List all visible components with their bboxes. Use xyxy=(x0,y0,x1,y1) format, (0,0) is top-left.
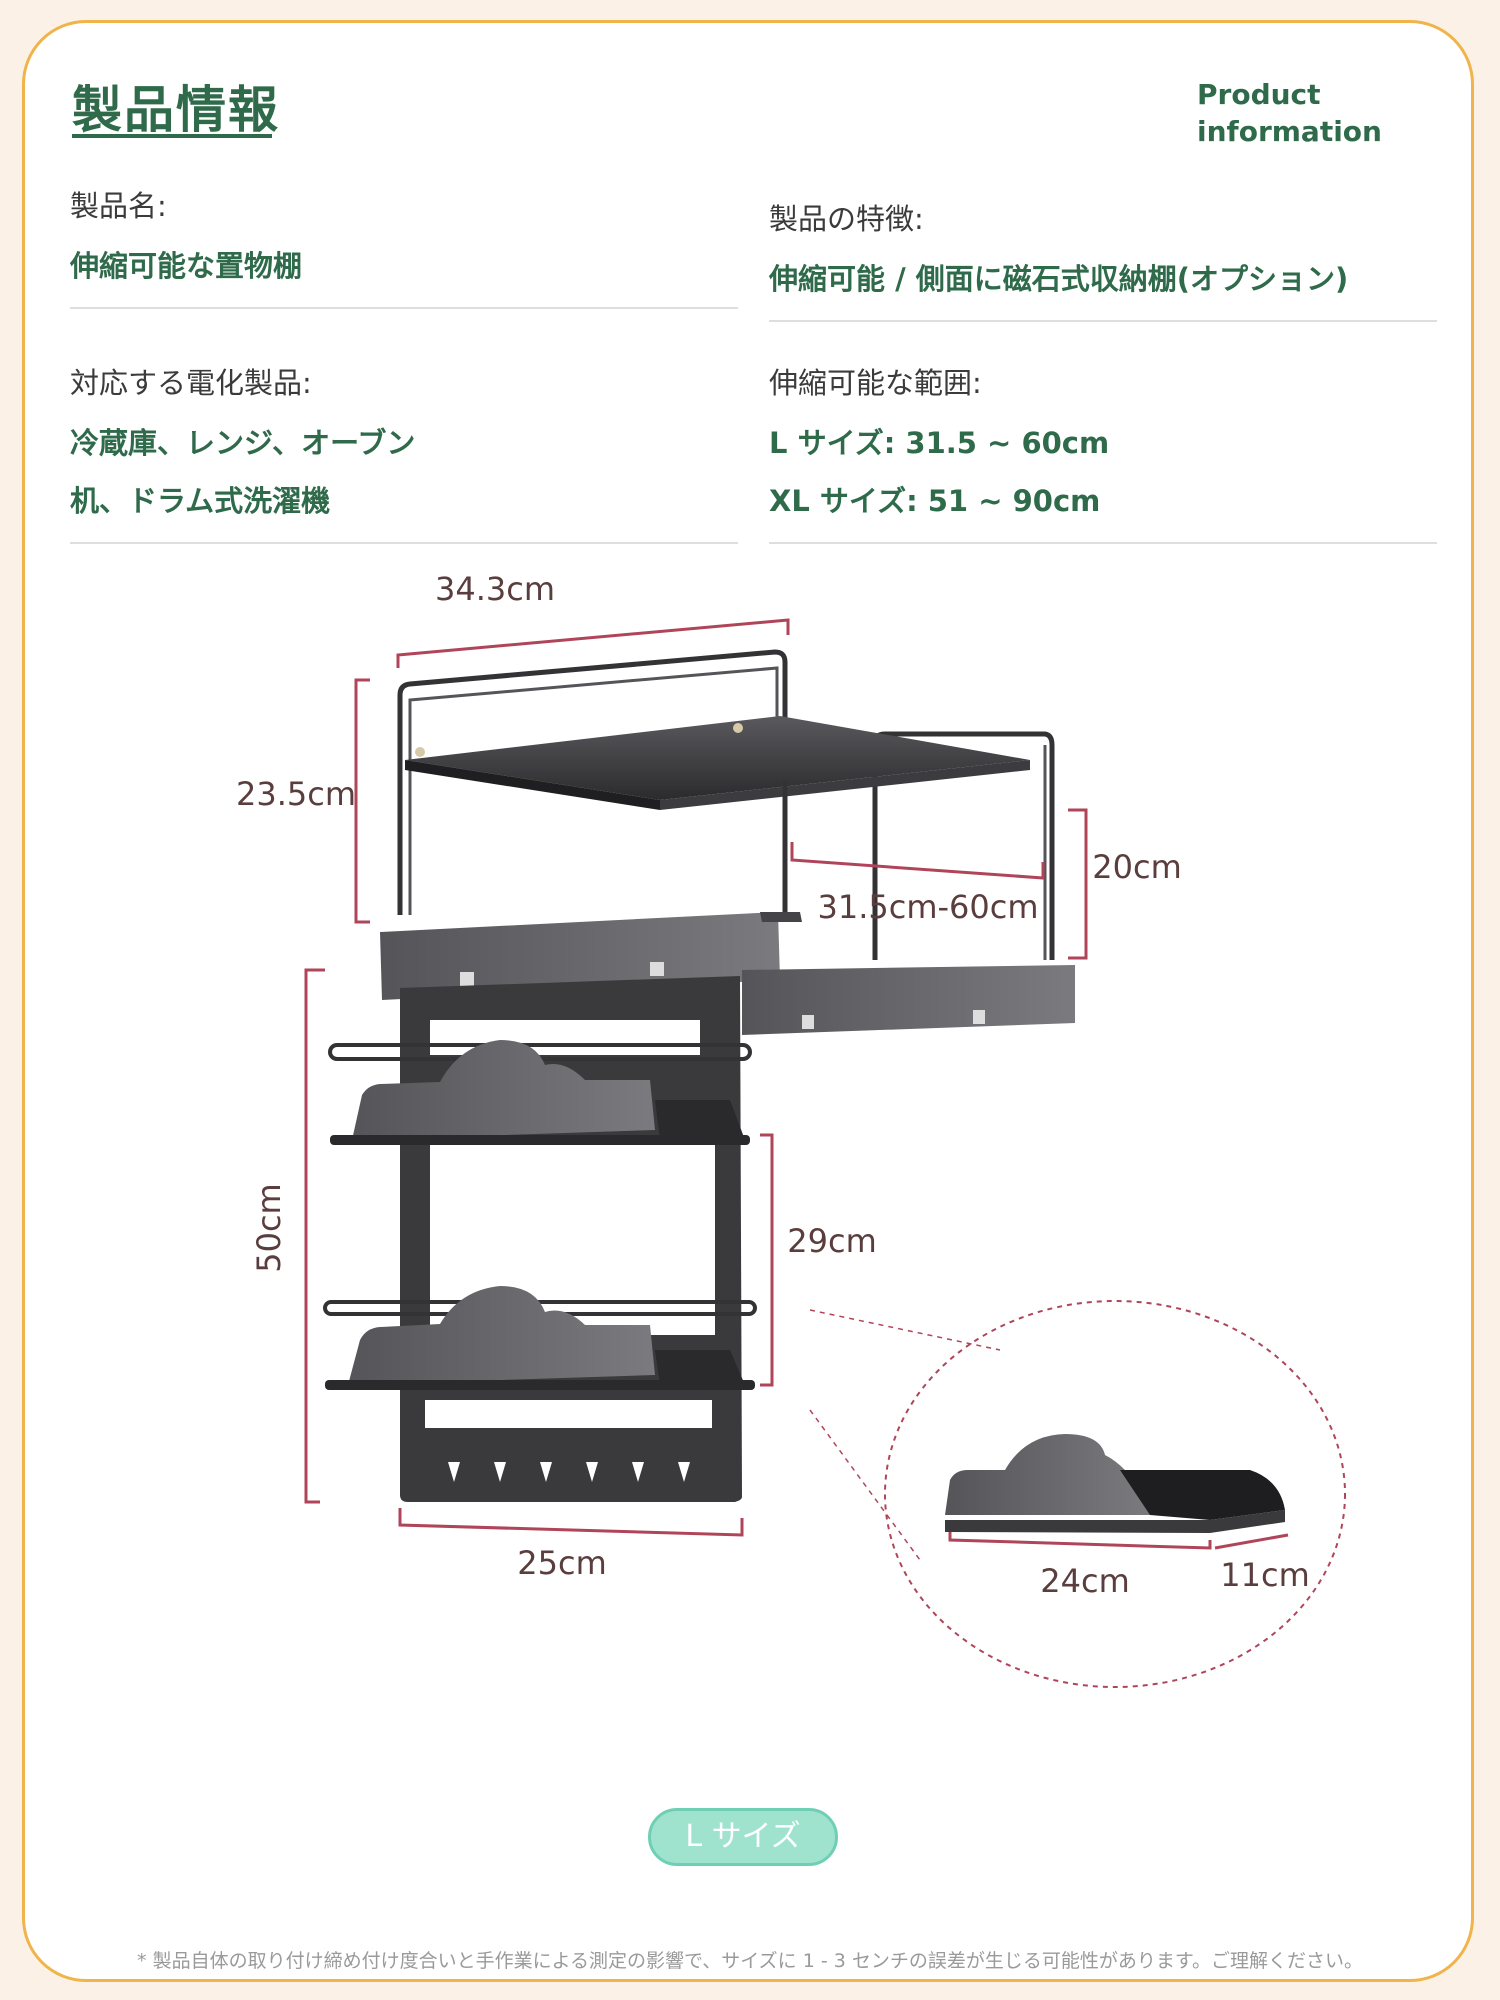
range-line-1: L サイズ: 31.5 ~ 60cm xyxy=(769,426,1110,460)
dim-tray-length: 24cm xyxy=(1040,1562,1129,1600)
size-badge: L サイズ xyxy=(648,1808,838,1866)
product-name-label: 製品名: xyxy=(70,189,167,223)
appliance-line-2: 机、ドラム式洗濯機 xyxy=(70,484,331,518)
dimension-lines xyxy=(304,618,1289,1550)
magnetic-side-rack xyxy=(323,976,757,1502)
dim-top-height: 23.5cm xyxy=(236,775,356,813)
page-title: 製品情報 xyxy=(72,81,280,139)
range-section: 伸縮可能な範囲: L サイズ: 31.5 ~ 60cm XL サイズ: 51 ~… xyxy=(769,360,1437,544)
product-feature-value: 伸縮可能 / 側面に磁石式収納棚(オプション) xyxy=(769,262,1349,296)
divider xyxy=(70,542,738,544)
divider xyxy=(769,320,1437,322)
range-line-2: XL サイズ: 51 ~ 90cm xyxy=(769,484,1101,518)
dim-top-width: 34.3cm xyxy=(435,570,555,608)
appliance-label: 対応する電化製品: xyxy=(70,366,312,400)
appliance-section: 対応する電化製品: 冷蔵庫、レンジ、オーブン 机、ドラム式洗濯機 xyxy=(70,360,738,544)
dim-bottom-width: 25cm xyxy=(517,1544,606,1582)
divider xyxy=(769,542,1437,544)
dim-extend-range: 31.5cm-60cm xyxy=(817,888,1038,926)
top-shelf-unit xyxy=(380,649,1075,1035)
dim-tier-gap: 29cm xyxy=(787,1222,876,1260)
product-feature-section: 製品の特徴: 伸縮可能 / 側面に磁石式収納棚(オプション) xyxy=(769,196,1437,322)
appliance-line-1: 冷蔵庫、レンジ、オーブン xyxy=(70,426,416,460)
range-label: 伸縮可能な範囲: xyxy=(769,366,982,400)
divider xyxy=(70,307,738,309)
title-underline xyxy=(72,134,272,138)
tray-detail xyxy=(809,1300,1346,1688)
dim-tray-depth: 11cm xyxy=(1220,1556,1309,1594)
product-feature-label: 製品の特徴: xyxy=(769,202,924,236)
product-name-value: 伸縮可能な置物棚 xyxy=(70,249,303,283)
product-name-section: 製品名: 伸縮可能な置物棚 xyxy=(70,183,738,309)
english-title: Product information xyxy=(1197,76,1417,150)
english-title-line1: Product xyxy=(1197,78,1321,111)
dim-right-height: 20cm xyxy=(1092,848,1181,886)
footnote: * 製品自体の取り付け締め付け度合いと手作業による測定の影響で、サイズに 1 -… xyxy=(137,1950,1363,1972)
product-diagram: 34.3cm 23.5cm 31.5cm-60cm 20cm 50cm 29cm… xyxy=(236,570,1346,1688)
dim-total-height: 50cm xyxy=(250,1183,288,1272)
english-title-line2: information xyxy=(1197,115,1382,148)
